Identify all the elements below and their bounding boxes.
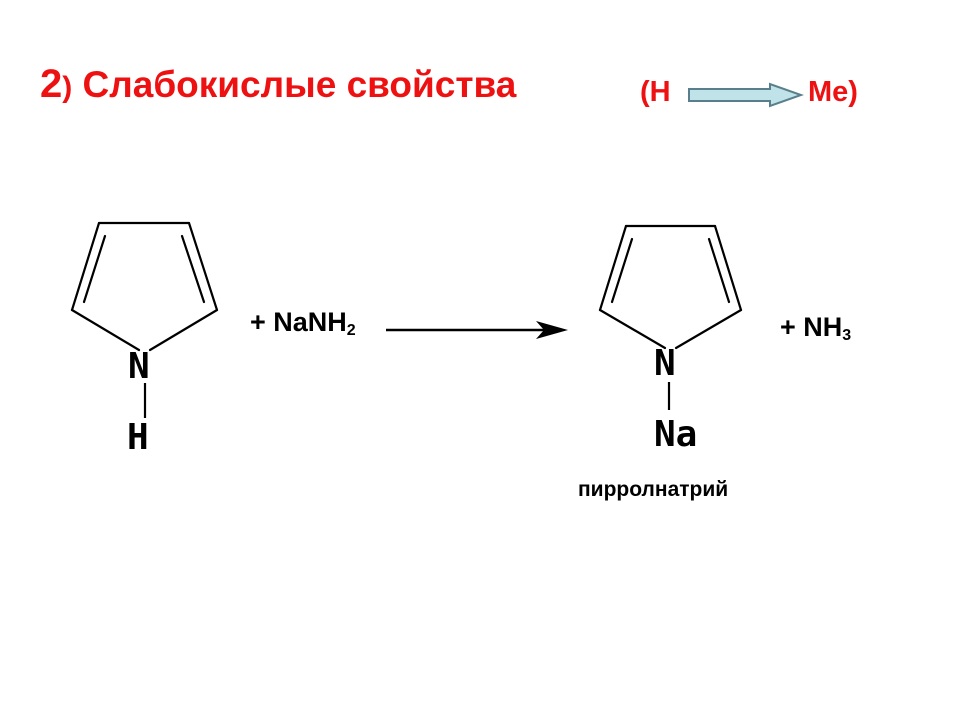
byproduct-label: + NH3 (780, 312, 851, 345)
reagent-formula: + NaNH (250, 307, 347, 337)
product-nitrogen-atom: N (654, 343, 676, 384)
reaction-arrow-icon (386, 321, 568, 339)
reagent-subscript: 2 (346, 322, 356, 339)
reactant-pyrrole-ring (70, 221, 219, 352)
transform-from-label: (H (640, 76, 671, 108)
slide-title: 2) Слабокислые свойства (40, 62, 516, 107)
byproduct-subscript: 3 (842, 327, 852, 344)
reactant-nitrogen-atom: N (128, 346, 150, 387)
product-name-caption: пирролнатрий (578, 478, 729, 501)
product-sodium-atom: Na (654, 414, 698, 455)
title-number: 2 (40, 62, 63, 106)
transform-to-label: Me) (808, 76, 858, 108)
reactant-hydrogen-atom: H (127, 417, 149, 458)
title-close-paren: ) (62, 71, 73, 104)
title-text: Слабокислые свойства (72, 64, 517, 105)
product-pyrrole-ring (598, 224, 743, 350)
transform-arrow-icon (688, 82, 804, 108)
reagent-label: + NaNH2 (250, 307, 356, 340)
byproduct-formula: + NH (780, 312, 843, 342)
